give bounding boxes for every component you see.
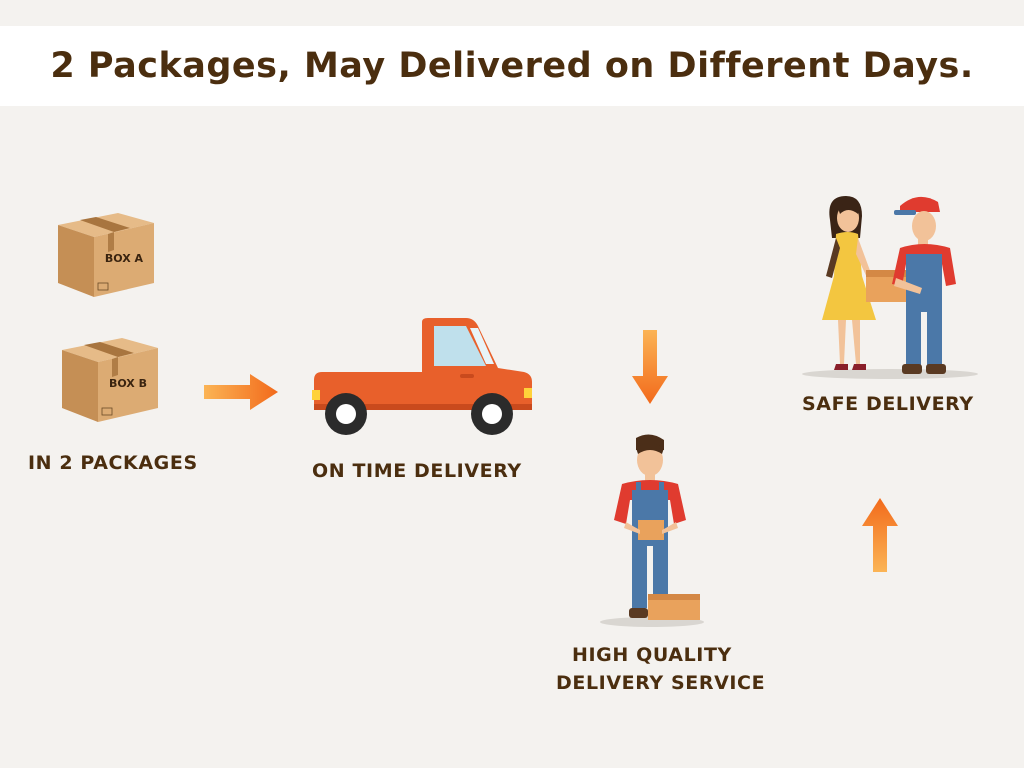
step-label-high-quality-line2: DELIVERY SERVICE: [556, 672, 766, 694]
handover-icon: [802, 196, 978, 379]
box-b-label: BOX B: [109, 377, 147, 390]
arrow-right-icon: [204, 374, 278, 410]
pickup-truck-icon: [312, 318, 532, 435]
step-label-packages: IN 2 PACKAGES: [28, 452, 198, 474]
page-title: 2 Packages, May Delivered on Different D…: [50, 46, 974, 86]
arrow-up-icon: [862, 498, 898, 572]
step-label-safe: SAFE DELIVERY: [802, 393, 974, 415]
step-label-on-time: ON TIME DELIVERY: [312, 460, 522, 482]
title-bar: 2 Packages, May Delivered on Different D…: [0, 26, 1024, 106]
box-b-icon: BOX B: [62, 338, 158, 422]
step-label-high-quality-line1: HIGH QUALITY: [572, 644, 732, 666]
courier-man-icon: [600, 434, 704, 627]
box-a-icon: BOX A: [58, 213, 154, 297]
box-a-label: BOX A: [105, 252, 144, 265]
arrow-down-icon: [632, 330, 668, 404]
